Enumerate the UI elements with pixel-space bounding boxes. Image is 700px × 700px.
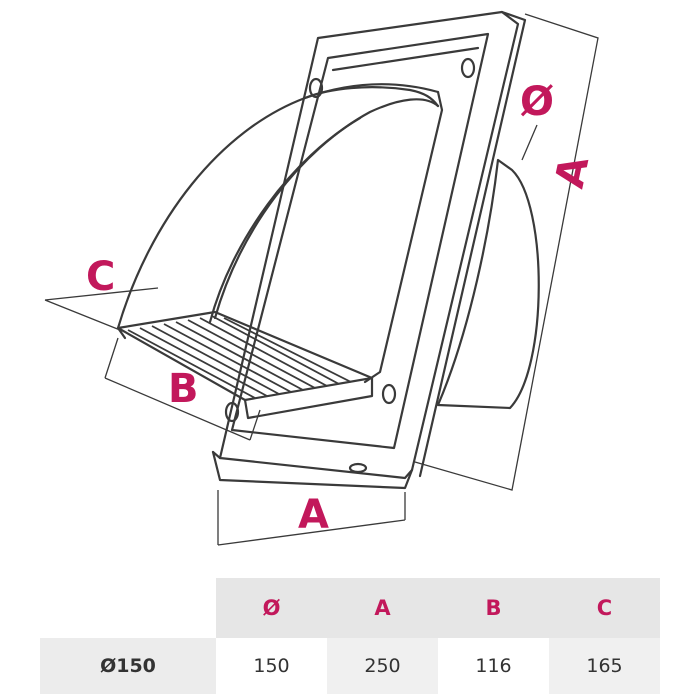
label-a-side: A xyxy=(547,152,598,192)
dim-line-a-bottom xyxy=(217,490,406,546)
header-cell-c: C xyxy=(549,578,660,638)
hood-outer xyxy=(116,83,440,330)
screw-bottom-right xyxy=(381,383,397,405)
label-a-bottom: A xyxy=(298,492,329,538)
dim-line-a-side xyxy=(414,13,599,491)
grille-slats xyxy=(127,315,352,399)
spigot xyxy=(436,158,540,410)
hood-inner xyxy=(213,98,440,320)
label-c: C xyxy=(86,254,115,300)
grille-frame xyxy=(116,310,374,402)
base-ledge xyxy=(211,450,414,490)
inner-frame xyxy=(230,32,490,450)
header-cell-diameter: Ø xyxy=(216,578,327,638)
vent-cowl-diagram: C B A Ø A xyxy=(44,10,599,546)
cell-c: 165 xyxy=(549,638,660,694)
screw-top-right xyxy=(460,57,476,79)
cell-b: 116 xyxy=(438,638,549,694)
screw-top-left xyxy=(308,77,324,99)
back-plate-side xyxy=(418,10,527,478)
header-cell-empty xyxy=(40,578,216,638)
cell-diameter: 150 xyxy=(216,638,327,694)
table-row: Ø150 150 250 116 165 xyxy=(40,638,660,694)
cell-a: 250 xyxy=(327,638,438,694)
label-diameter: Ø xyxy=(520,79,554,125)
dim-line-c xyxy=(44,287,159,331)
row-label: Ø150 xyxy=(40,638,216,694)
dim-line-b xyxy=(104,337,261,441)
base-slot xyxy=(348,462,368,474)
dimensions-table: Ø A B C Ø150 150 250 116 165 xyxy=(40,578,660,694)
dim-line-diameter xyxy=(521,124,538,161)
label-b: B xyxy=(168,366,199,412)
table-header-row: Ø A B C xyxy=(40,578,660,638)
header-cell-b: B xyxy=(438,578,549,638)
header-cell-a: A xyxy=(327,578,438,638)
screw-bottom-left xyxy=(224,401,240,423)
